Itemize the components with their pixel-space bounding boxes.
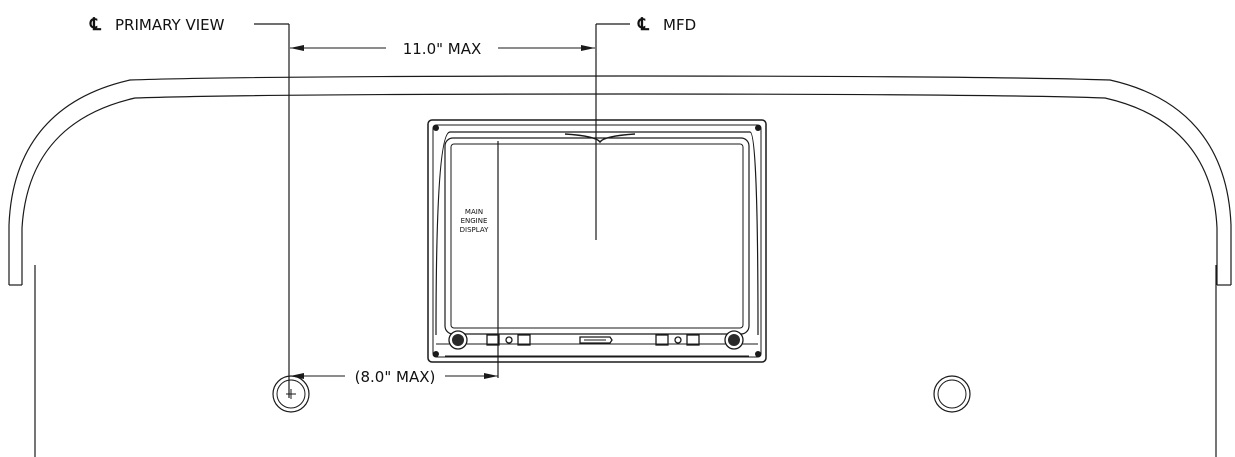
screw-icon: [755, 125, 761, 131]
screw-icon: [433, 351, 439, 357]
right-instrument-opening: [933, 375, 971, 413]
mfd-screen: [444, 137, 750, 335]
primary-view-label: PRIMARY VIEW: [115, 16, 225, 34]
card-slot-icon: [579, 336, 613, 344]
mfd-centerline-symbol: ℄: [637, 15, 650, 35]
primary-view-centerline-symbol: ℄: [89, 15, 102, 35]
left-knob-icon: [448, 330, 468, 350]
mfd-unit: [427, 119, 767, 363]
glareshield: [8, 75, 1232, 286]
mfd-label: MFD: [663, 16, 696, 34]
instrument-panel: [34, 265, 1217, 457]
dimension-8-label: (8.0" MAX): [355, 368, 436, 386]
right-knob-icon: [724, 330, 744, 350]
dimension-11-max: [290, 45, 595, 51]
dimension-11-label: 11.0" MAX: [403, 40, 482, 58]
left-button-cluster-icon: [486, 334, 531, 346]
screw-icon: [755, 351, 761, 357]
dimension-8-max: [290, 373, 498, 379]
screw-icon: [433, 125, 439, 131]
engine-display-label-line-3: DISPLAY: [460, 226, 489, 234]
left-instrument-opening: [272, 375, 310, 413]
engine-display-label-line-1: MAIN: [465, 208, 483, 216]
primary-view-centerline: [254, 23, 290, 398]
right-button-cluster-icon: [655, 334, 700, 346]
engine-display-label-line-2: ENGINE: [461, 217, 488, 225]
